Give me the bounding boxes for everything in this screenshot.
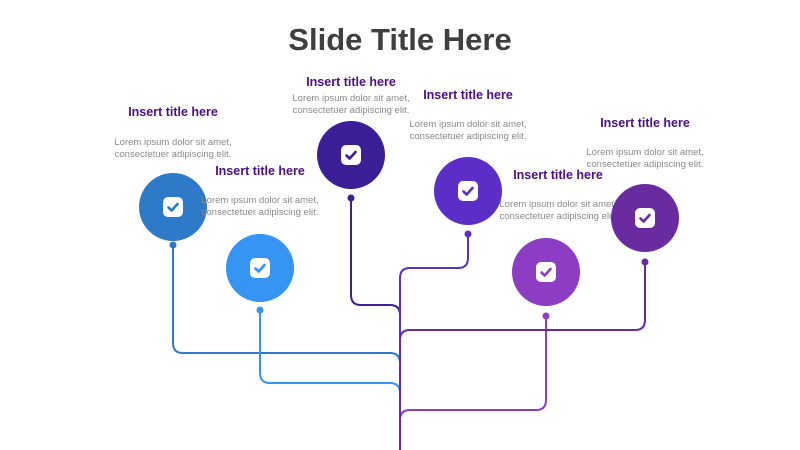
check-icon bbox=[635, 208, 655, 228]
item-node-1 bbox=[139, 173, 207, 241]
item-node-3 bbox=[317, 121, 385, 189]
branch-line-3 bbox=[350, 198, 401, 450]
branch-dot-6 bbox=[641, 258, 649, 266]
item-title-1: Insert title here bbox=[128, 105, 218, 119]
item-body-5: Lorem ipsum dolor sit amet, consectetuer… bbox=[499, 199, 617, 222]
check-icon bbox=[250, 258, 270, 278]
item-body-2: Lorem ipsum dolor sit amet, consectetuer… bbox=[201, 195, 319, 218]
item-node-5 bbox=[512, 238, 580, 306]
slide-title: Slide Title Here bbox=[288, 22, 512, 57]
item-title-6: Insert title here bbox=[600, 116, 690, 130]
branch-dot-3 bbox=[347, 194, 355, 202]
branch-dot-4 bbox=[464, 230, 472, 238]
item-node-6 bbox=[611, 184, 679, 252]
branch-line-2 bbox=[259, 310, 401, 450]
item-title-5: Insert title here bbox=[513, 168, 603, 182]
item-node-2 bbox=[226, 234, 294, 302]
check-icon bbox=[536, 262, 556, 282]
check-icon bbox=[458, 181, 478, 201]
item-title-4: Insert title here bbox=[423, 88, 513, 102]
item-title-2: Insert title here bbox=[215, 164, 305, 178]
branch-dot-1 bbox=[169, 241, 177, 249]
branch-dot-5 bbox=[542, 312, 550, 320]
item-body-3: Lorem ipsum dolor sit amet, consectetuer… bbox=[292, 93, 410, 116]
branch-dot-2 bbox=[256, 306, 264, 314]
check-icon bbox=[163, 197, 183, 217]
item-body-6: Lorem ipsum dolor sit amet, consectetuer… bbox=[586, 147, 704, 170]
item-node-4 bbox=[434, 157, 502, 225]
item-title-3: Insert title here bbox=[306, 75, 396, 89]
branch-line-4 bbox=[399, 234, 469, 450]
branch-line-5 bbox=[399, 316, 547, 450]
check-icon bbox=[341, 145, 361, 165]
item-body-1: Lorem ipsum dolor sit amet, consectetuer… bbox=[114, 137, 232, 160]
item-body-4: Lorem ipsum dolor sit amet, consectetuer… bbox=[409, 119, 527, 142]
